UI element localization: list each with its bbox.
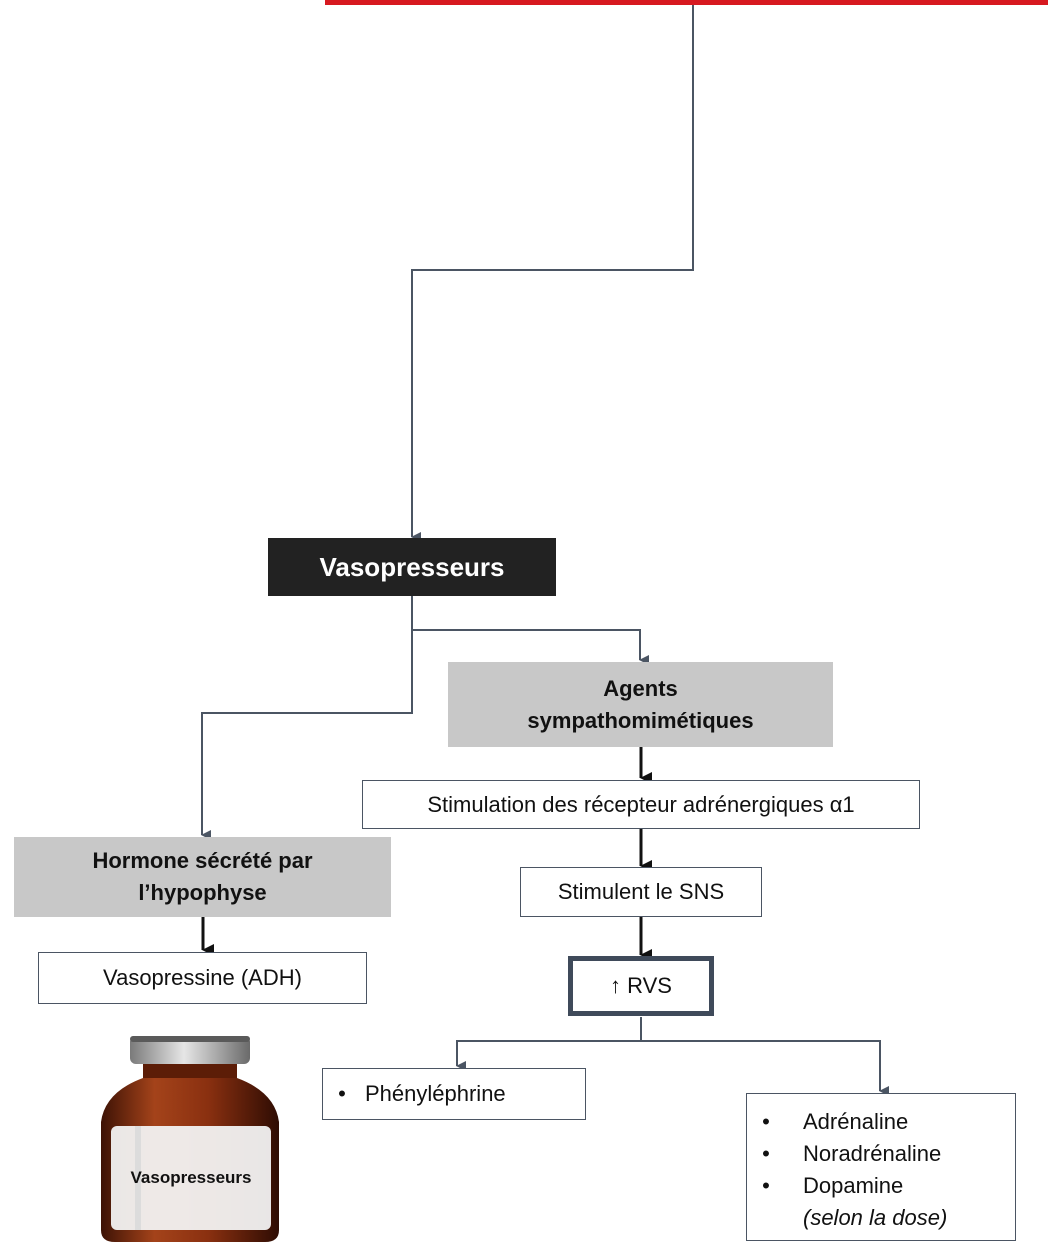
vasopresseurs-label: Vasopresseurs: [319, 551, 505, 582]
hormone-hypophyse-box: Hormone sécrété par l’hypophyse: [14, 837, 391, 917]
list-item: • Adrénaline: [747, 1106, 1015, 1138]
drug-noradrenaline: Noradrénaline: [803, 1141, 942, 1166]
rvs-box: ↑ RVS: [568, 956, 714, 1016]
drug-adrenaline: Adrénaline: [803, 1109, 909, 1134]
phenylephrine-label: Phényléphrine: [365, 1081, 506, 1106]
connector-vasopresseurs-to-hormone: [201, 630, 413, 840]
drug-dopamine: Dopamine: [803, 1173, 904, 1198]
agents-label-line1: Agents: [603, 675, 678, 701]
bullet: •: [762, 1141, 770, 1166]
rvs-label: ↑ RVS: [610, 973, 672, 998]
vasopressine-box: Vasopressine (ADH): [38, 952, 367, 1004]
medicine-vial-icon: Vasopresseurs: [95, 1030, 285, 1244]
vasopresseurs-box: Vasopresseurs: [268, 538, 556, 596]
vasopressine-label: Vasopressine (ADH): [103, 965, 302, 990]
agents-sympathomimetiques-box: Agents sympathomimétiques: [448, 662, 833, 747]
top-red-bar: [325, 0, 1048, 5]
connector-rvs-to-phenylephrine: [456, 1017, 642, 1071]
drugs-list-box: • Adrénaline • Noradrénaline • Dopamine …: [746, 1093, 1016, 1241]
vial-label: Vasopresseurs: [130, 1168, 252, 1187]
drugs-note: (selon la dose): [803, 1205, 948, 1230]
hormone-label-line2: l’hypophyse: [138, 880, 267, 905]
connector-top-to-vasopresseurs: [411, 5, 694, 542]
stimulation-recepteur-box: Stimulation des récepteur adrénergiques …: [362, 780, 920, 829]
vial-graphic: [101, 1036, 279, 1242]
stimulation-label: Stimulation des récepteur adrénergiques …: [427, 791, 855, 817]
bullet: •: [762, 1109, 770, 1134]
list-item: • Dopamine: [747, 1170, 1015, 1202]
connector-vasopresseurs-to-agents: [411, 596, 649, 665]
connector-rvs-to-drugs: [640, 1017, 889, 1096]
list-item: • Noradrénaline: [747, 1138, 1015, 1170]
bullet: •: [762, 1173, 770, 1198]
stimulent-label: Stimulent le SNS: [557, 879, 725, 904]
stimulent-sns-box: Stimulent le SNS: [520, 867, 762, 917]
phenylephrine-box: • Phényléphrine: [322, 1068, 586, 1120]
agents-label-line2: sympathomimétiques: [527, 707, 754, 733]
hormone-label-line1: Hormone sécrété par: [92, 848, 313, 873]
bullet: •: [338, 1081, 346, 1106]
